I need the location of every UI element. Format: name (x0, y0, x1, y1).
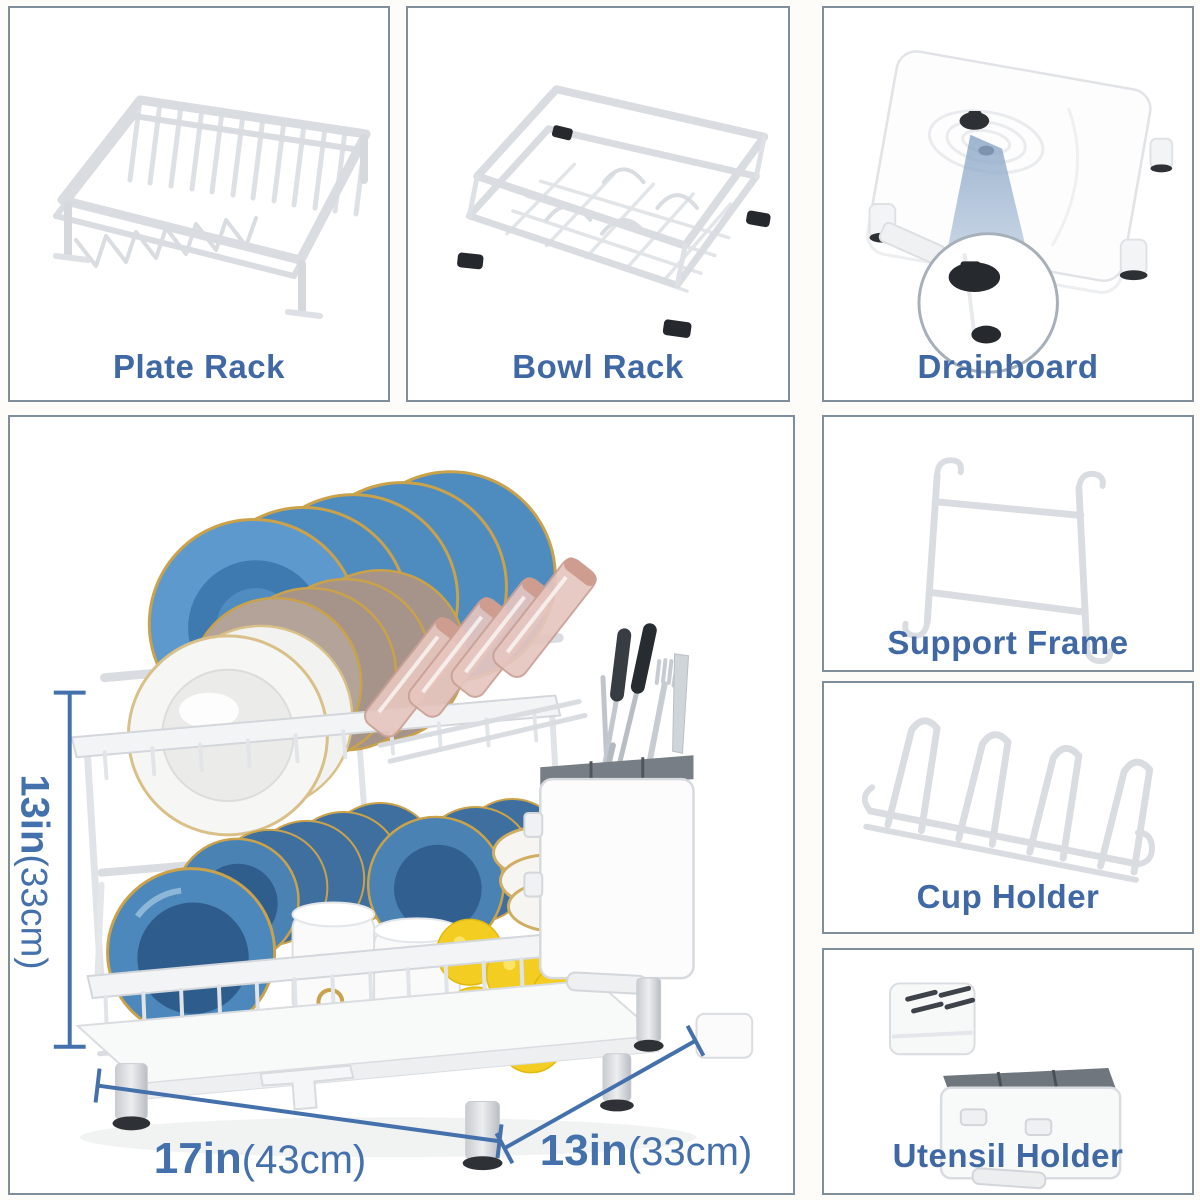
height-dimension-line (53, 690, 86, 1049)
cutlery-caddy (523, 755, 695, 1052)
white-plates (126, 624, 354, 837)
component-label-cup-holder: Cup Holder (916, 878, 1100, 915)
bowl-rack-feet (457, 125, 771, 338)
component-label-bowl-rack: Bowl Rack (512, 348, 684, 385)
panel-plate-rack: Plate Rack (8, 6, 390, 402)
bowl-rack-wire-frame (457, 85, 771, 338)
plate-rack-illustration (53, 95, 371, 319)
plate-rack-wire-frame (53, 95, 371, 319)
component-label-support-frame: Support Frame (887, 624, 1129, 661)
magnifier-callout (917, 134, 1059, 374)
base-spout (695, 1012, 754, 1059)
panel-utensil-holder: Utensil Holder (822, 948, 1194, 1195)
panel-cup-holder: Cup Holder (822, 681, 1194, 934)
support-frame-wires (902, 457, 1114, 665)
dimension-lines (53, 690, 706, 1165)
drainboard-tray (866, 50, 1174, 294)
assembled-rack-illustration (53, 470, 754, 1171)
panel-support-frame: Support Frame (822, 415, 1194, 672)
drainboard-illustration (866, 50, 1174, 374)
glasses (364, 557, 597, 764)
depth-dimension-line (494, 1024, 706, 1165)
panel-drainboard: Drainboard (822, 6, 1194, 402)
utensil-caddy (939, 1068, 1122, 1190)
cup-holder-illustration (861, 717, 1155, 883)
cup-holder-wires (861, 717, 1155, 883)
component-label-utensil-holder: Utensil Holder (892, 1137, 1124, 1174)
blue-bowl-large (106, 867, 277, 1038)
depth-dimension-label: 13in(33cm) (539, 1126, 753, 1175)
component-label-plate-rack: Plate Rack (113, 348, 285, 385)
panel-assembled-rack: 13in(33cm) 17in(43cm) 13in(33cm) (8, 415, 795, 1195)
support-frame-illustration (902, 457, 1114, 665)
height-dimension-label: 13in(33cm) (12, 774, 57, 970)
base-bracket (259, 1064, 355, 1111)
panel-bowl-rack: Bowl Rack (406, 6, 790, 402)
utensil-holder-illustration (888, 982, 1122, 1190)
bowl-rack-illustration (457, 85, 771, 338)
width-dimension-label: 17in(43cm) (153, 1134, 367, 1183)
knife-block (888, 982, 976, 1056)
component-label-drainboard: Drainboard (917, 348, 1099, 385)
